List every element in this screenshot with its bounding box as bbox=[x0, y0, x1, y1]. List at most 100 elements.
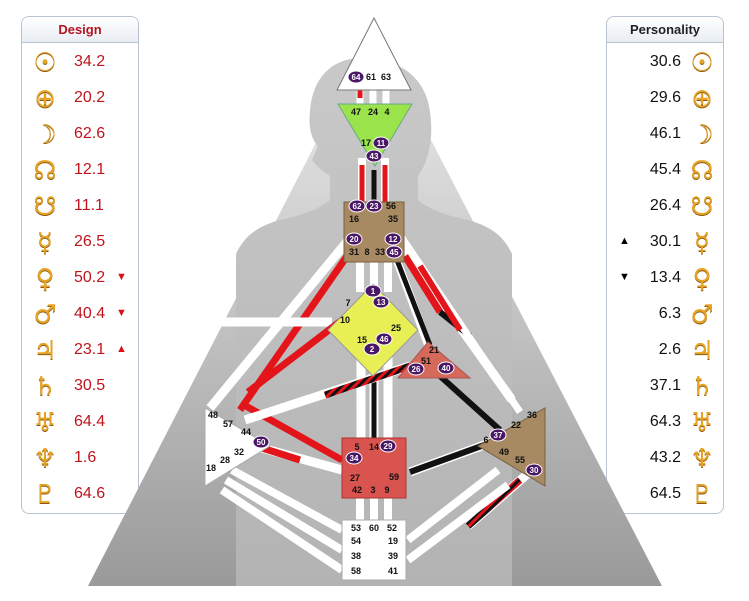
personality-row: ☿ 30.1 ▲ bbox=[607, 225, 725, 261]
gate-8: 8 bbox=[364, 247, 369, 257]
design-value: 11.1 bbox=[74, 197, 104, 214]
design-value: 50.2 bbox=[74, 269, 106, 286]
active-gate-marker bbox=[384, 232, 402, 246]
active-gate-marker bbox=[365, 149, 383, 163]
sun-icon: ☉ bbox=[690, 48, 714, 78]
design-value: 23.1 bbox=[74, 341, 106, 358]
personality-title: Personality bbox=[607, 17, 723, 43]
design-row: ♅64.4 bbox=[22, 405, 140, 441]
gate-52: 52 bbox=[387, 523, 397, 533]
gate-57: 57 bbox=[223, 419, 233, 429]
design-row: ☊12.1 bbox=[22, 153, 140, 189]
uranus-icon: ♅ bbox=[33, 408, 57, 438]
gate-10: 10 bbox=[340, 315, 350, 325]
design-row: ♄30.5 bbox=[22, 369, 140, 405]
design-value: 34.2 bbox=[74, 53, 106, 70]
gate-63: 63 bbox=[381, 72, 391, 82]
personality-row: ♃2.6 bbox=[607, 333, 725, 369]
gate-14: 14 bbox=[369, 442, 379, 452]
saturn-icon: ♄ bbox=[690, 372, 714, 402]
active-gate-marker bbox=[345, 232, 363, 246]
gate-54: 54 bbox=[351, 536, 361, 546]
personality-panel: Personality ☉30.6⊕29.6☽46.1☊45.4☋26.4☿30… bbox=[606, 16, 724, 514]
active-gate-marker bbox=[489, 428, 507, 442]
gate-5: 5 bbox=[354, 442, 359, 452]
active-gate-marker bbox=[348, 199, 366, 213]
active-gate-marker bbox=[364, 284, 382, 298]
personality-row: ☽46.1 bbox=[607, 117, 725, 153]
jupiter-icon: ♃ bbox=[690, 336, 714, 366]
gate-1: 1 bbox=[371, 287, 376, 296]
mars-icon: ♂ bbox=[33, 300, 57, 330]
gate-19: 19 bbox=[388, 536, 398, 546]
mercury-icon: ☿ bbox=[37, 228, 53, 258]
design-row: ♃23.1▲ bbox=[22, 333, 140, 369]
gate-24: 24 bbox=[368, 107, 378, 117]
gate-2: 2 bbox=[370, 345, 375, 354]
design-value: 20.2 bbox=[74, 89, 106, 106]
channel-12-22 bbox=[395, 230, 523, 414]
gate-59: 59 bbox=[389, 472, 399, 482]
design-row: ☉ 34.2 bbox=[22, 45, 140, 81]
neptune-icon: ♆ bbox=[33, 444, 57, 474]
pluto-icon: ♇ bbox=[33, 480, 57, 510]
gate-45: 45 bbox=[390, 248, 399, 257]
sun-icon: ☉ bbox=[33, 48, 57, 78]
design-value: 1.6 bbox=[74, 449, 97, 466]
uranus-icon: ♅ bbox=[690, 408, 714, 438]
neptune-icon: ♆ bbox=[690, 444, 714, 474]
exalted-arrow-icon: ▲ bbox=[619, 235, 630, 247]
gate-37: 37 bbox=[494, 431, 503, 440]
gate-44: 44 bbox=[241, 427, 251, 437]
personality-value: 26.4 bbox=[649, 197, 681, 214]
personality-row: ♇ 64.5 bbox=[607, 477, 725, 513]
saturn-icon: ♄ bbox=[33, 372, 57, 402]
mercury-icon: ☿ bbox=[694, 228, 710, 258]
ajna-center bbox=[337, 103, 413, 167]
pluto-icon: ♇ bbox=[690, 480, 714, 510]
gate-34: 34 bbox=[350, 454, 359, 463]
gate-22: 22 bbox=[511, 420, 521, 430]
gate-62: 62 bbox=[353, 202, 362, 211]
personality-row: ♂6.3 bbox=[607, 297, 725, 333]
personality-value: 30.1 bbox=[649, 233, 681, 250]
mars-icon: ♂ bbox=[690, 300, 714, 330]
earth-icon: ⊕ bbox=[34, 84, 56, 114]
active-gate-marker bbox=[252, 435, 270, 449]
design-row: ☋ 11.1 bbox=[22, 189, 140, 225]
gate-16: 16 bbox=[349, 214, 359, 224]
gate-42: 42 bbox=[352, 485, 362, 495]
personality-value: 64.5 bbox=[649, 485, 681, 502]
personality-value: 64.3 bbox=[649, 413, 681, 430]
gate-35: 35 bbox=[388, 214, 398, 224]
gate-46: 46 bbox=[380, 335, 389, 344]
active-gate-marker bbox=[365, 199, 383, 213]
active-gate-marker bbox=[437, 361, 455, 375]
design-row: ♂40.4▼ bbox=[22, 297, 140, 333]
active-gate-marker bbox=[375, 332, 393, 346]
personality-row: ♄37.1 bbox=[607, 369, 725, 405]
gate-7: 7 bbox=[345, 298, 350, 308]
gate-6: 6 bbox=[483, 435, 488, 445]
gate-20: 20 bbox=[350, 235, 359, 244]
personality-row: ♅ 64.3 bbox=[607, 405, 725, 441]
g-center bbox=[327, 283, 419, 377]
active-gate-marker bbox=[379, 439, 397, 453]
earth-icon: ⊕ bbox=[691, 84, 713, 114]
gate-32: 32 bbox=[234, 447, 244, 457]
design-row: ♆ 1.6 bbox=[22, 441, 140, 477]
spleen-center bbox=[204, 407, 271, 487]
south-node-icon: ☋ bbox=[33, 192, 57, 222]
design-value: 12.1 bbox=[74, 161, 106, 178]
design-row: ♇64.6 bbox=[22, 477, 140, 513]
gate-40: 40 bbox=[442, 364, 451, 373]
design-row: ⊕ 20.2 bbox=[22, 81, 140, 117]
gate-28: 28 bbox=[220, 455, 230, 465]
gate-53: 53 bbox=[351, 523, 361, 533]
channel-39-55 bbox=[465, 477, 523, 529]
gate-26: 26 bbox=[412, 365, 421, 374]
channel-10-57 bbox=[245, 317, 345, 395]
gate-58: 58 bbox=[351, 566, 361, 576]
gate-23: 23 bbox=[370, 202, 379, 211]
